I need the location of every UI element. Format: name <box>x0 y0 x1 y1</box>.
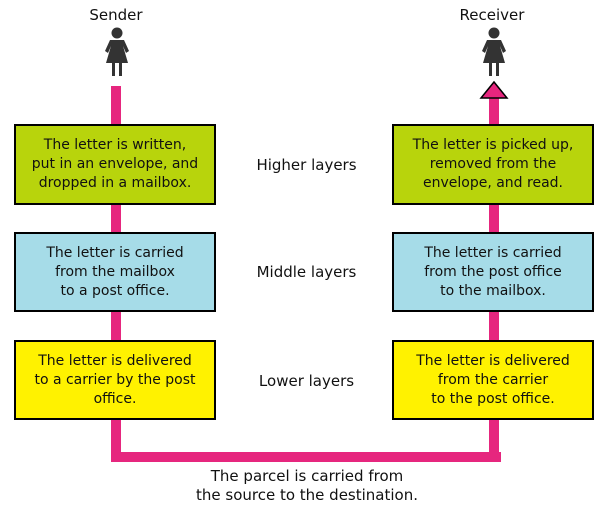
box-text-line: envelope, and read. <box>422 175 563 191</box>
receiver-label: Receiver <box>459 6 525 24</box>
box-text-line: from the mailbox <box>55 263 175 280</box>
sender-higher-box: The letter is written, put in an envelope… <box>14 124 216 205</box>
box-text-line: from the post office <box>424 263 562 280</box>
lower-layers-label: Lower layers <box>258 372 355 390</box>
receiver-person-icon <box>482 27 506 76</box>
box-text-line: dropped in a mailbox. <box>38 175 192 191</box>
box-text-line: to the post office. <box>431 390 555 407</box>
box-text-line: The letter is delivered <box>38 352 192 369</box>
box-text-line: The letter is written, <box>43 137 187 153</box>
sender-middle-box: The letter is carried from the mailbox to … <box>14 232 216 312</box>
receiver-lower-box: The letter is delivered from the carrier t… <box>392 340 594 420</box>
box-text-line: The letter is picked up, <box>412 137 574 153</box>
box-text-line: The letter is carried <box>424 244 562 261</box>
box-text-line: The letter is delivered <box>416 352 570 369</box>
caption: The parcel is carried from the source to… <box>190 467 424 505</box>
receiver-middle-box: The letter is carried from the post offic… <box>392 232 594 312</box>
box-text-line: put in an envelope, and <box>31 156 199 172</box>
box-text-line: to a post office. <box>60 282 170 299</box>
middle-layers-label: Middle layers <box>256 263 357 281</box>
box-text-line: removed from the <box>429 156 557 172</box>
sender-label: Sender <box>89 6 143 24</box>
higher-layers-label: Higher layers <box>256 156 357 174</box>
box-text-line: The letter is carried <box>46 244 184 261</box>
box-text-line: office. <box>93 390 137 407</box>
sender-person-icon <box>105 27 129 76</box>
box-text-line: to a carrier by the post <box>34 371 196 388</box>
box-text-line: to the mailbox. <box>440 282 546 299</box>
caption-line-2: the source to the destination. <box>196 486 418 504</box>
up-arrow-icon <box>479 80 509 99</box>
bottom-pipe <box>111 452 501 462</box>
receiver-higher-box: The letter is picked up, removed from the… <box>392 124 594 205</box>
sender-lower-box: The letter is delivered to a carrier by t… <box>14 340 216 420</box>
box-text-line: from the carrier <box>437 371 549 388</box>
caption-line-1: The parcel is carried from <box>210 467 404 485</box>
